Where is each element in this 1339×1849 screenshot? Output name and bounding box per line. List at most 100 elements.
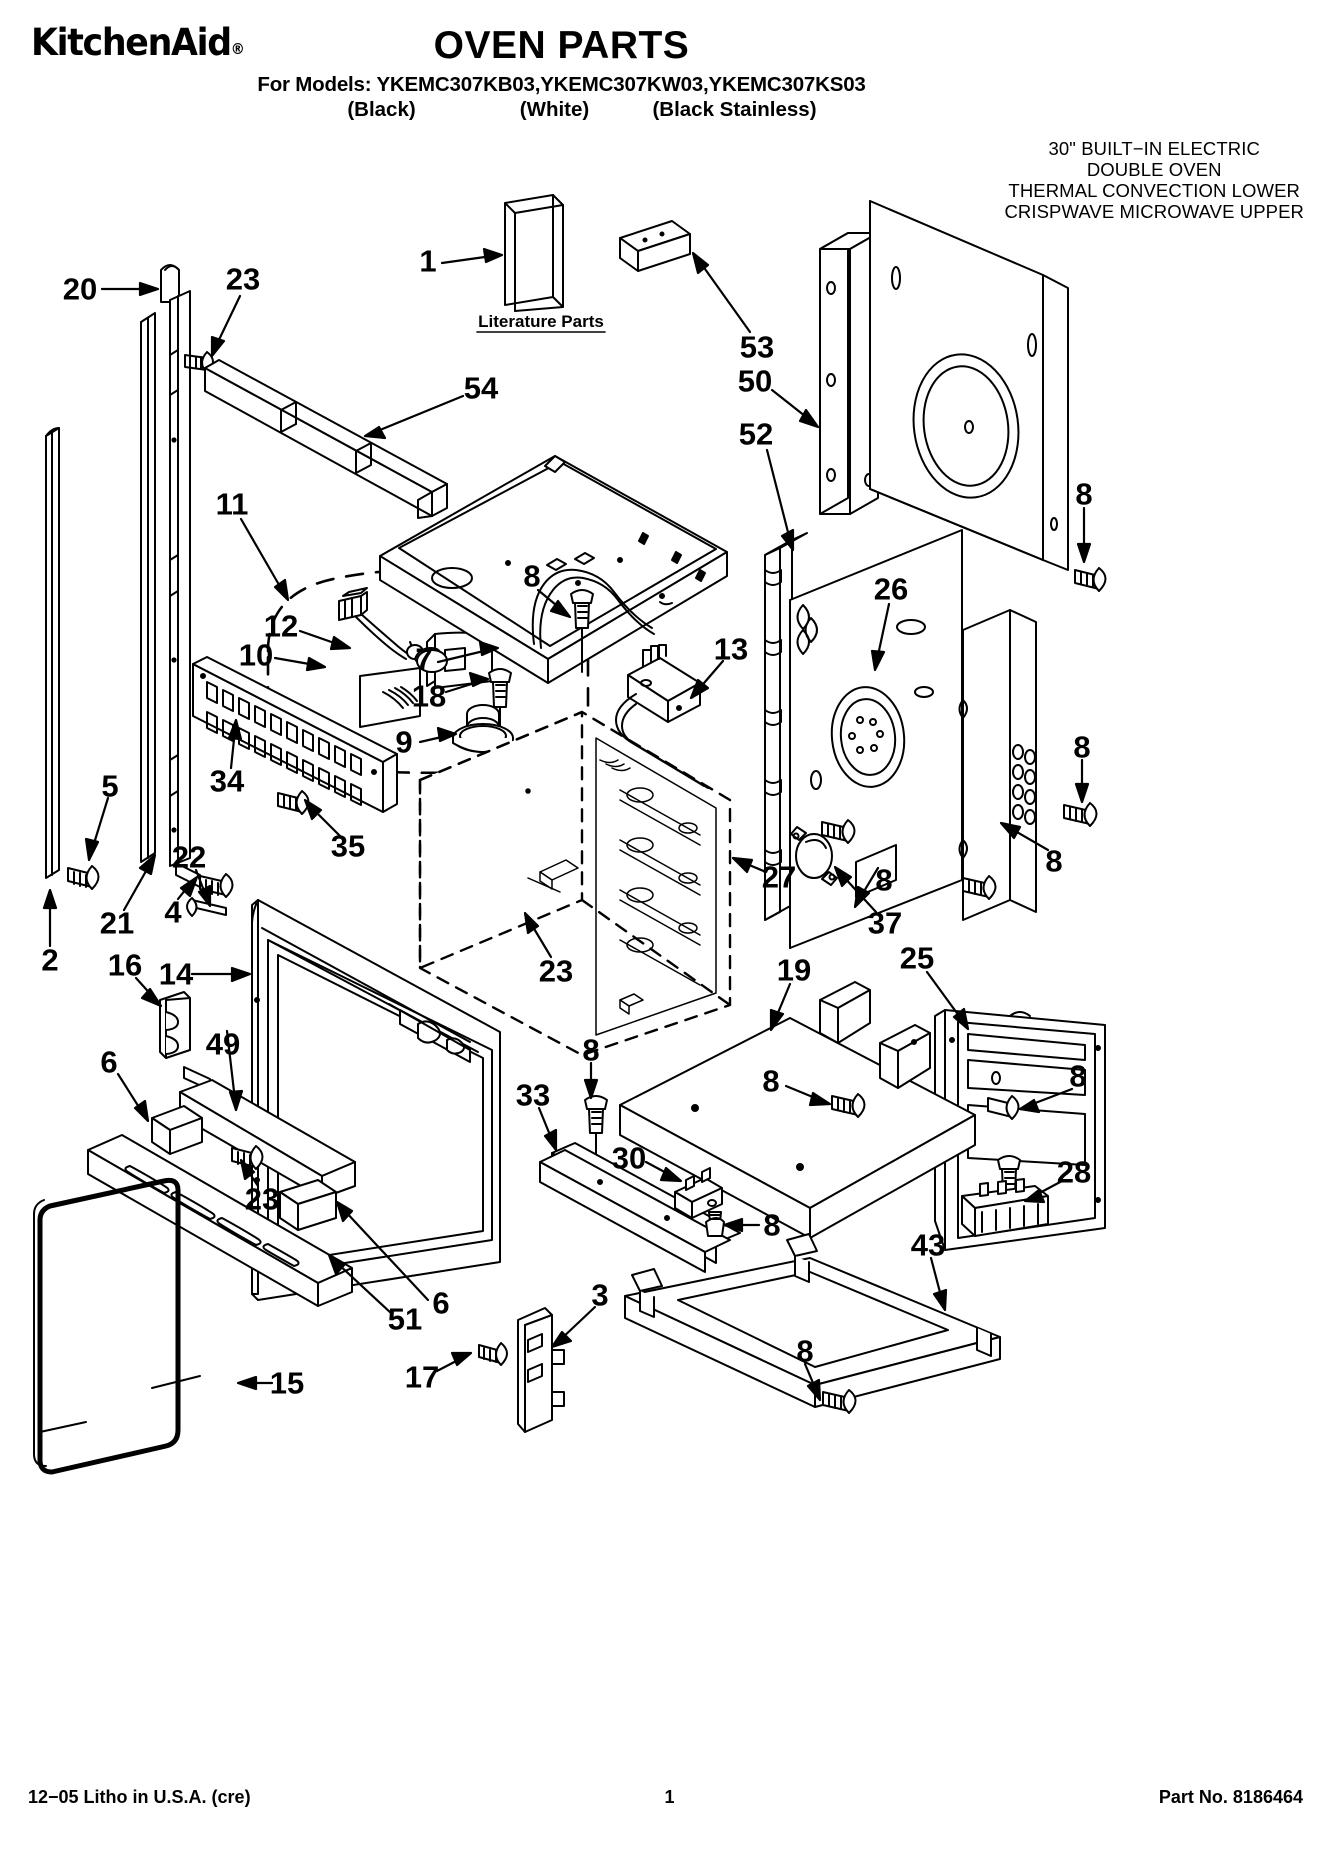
part-5-screw [68,866,99,889]
part-15-handle-wire [34,1180,200,1472]
part-53-block [620,221,690,271]
part-28-terminal-block [962,1179,1048,1236]
part-8-screw-right-vent [1064,803,1097,826]
part-3-hinge-bracket [518,1308,564,1432]
callout-number-35: 35 [330,828,366,864]
callout-number-17: 17 [404,1359,440,1395]
callout-number-7: 7 [415,641,433,677]
part-29-bracket [468,836,534,864]
part-8-screws-rear-cover [988,1096,1020,1193]
part-6-block-lower [280,1180,336,1230]
callout-number-23: 23 [538,953,574,989]
page-number: 1 [664,1787,675,1807]
callout-number-8: 8 [796,1333,814,1369]
page-footer: 12−05 Litho in U.S.A. (cre) 1 Part No. 8… [0,1787,1339,1809]
literature-parts-label: Literature Parts [478,312,604,331]
callout-number-8: 8 [762,1063,780,1099]
part-8-screw-limiter [822,820,855,843]
part-1-literature [505,195,563,311]
part-4-bumper-plug [187,898,226,916]
part-8-screw-upper-right [1075,568,1106,591]
brand-wordmark: KitchenAid [31,21,232,64]
upper-rear-panel [870,201,1068,570]
part-14-door-frame [252,900,500,1300]
part-27-oven-cavity [420,712,730,1055]
description-line-3: THERMAL CONVECTION LOWER [1008,180,1300,201]
description-line-1: 30" BUILT−IN ELECTRIC [1048,138,1260,159]
callout-number-28: 28 [1056,1154,1092,1190]
part-51-slotted-trim [88,1135,352,1306]
part-17-screw [479,1343,507,1365]
kitchenaid-logo: KitchenAid® [31,24,245,61]
callout-number-10: 10 [238,637,274,673]
part-9-fan-motor [453,705,513,810]
callout-number-19: 19 [776,952,812,988]
callout-number-25: 25 [899,940,935,976]
color-black-stainless: (Black Stainless) [652,98,817,121]
part-18-screw [489,669,511,760]
part-20-end-cap [161,265,179,302]
callout-number-52: 52 [738,416,774,452]
callout-number-1: 1 [419,243,437,279]
callout-number-5: 5 [101,768,119,804]
callout-number-30: 30 [611,1140,647,1176]
callout-number-8: 8 [1069,1058,1087,1094]
callout-number-12: 12 [263,608,299,644]
color-variants-row: (Black)(White)(Black Stainless) [0,98,1231,122]
part-8-screw-rear-right [963,876,996,899]
part-21-22-frame-rails [141,291,190,866]
callout-number-15: 15 [269,1365,305,1401]
callout-number-54: 54 [463,370,499,406]
callout-number-50: 50 [737,363,773,399]
callout-number-14: 14 [158,956,194,992]
part-30-latch-bracket [675,1168,722,1218]
part-35-screw [278,791,309,814]
part-number: Part No. 8186464 [1158,1787,1303,1807]
callout-number-27: 27 [761,859,797,895]
part-37-thermal-limiter [791,827,837,885]
part-8-screw-bottom-frame [823,1390,856,1413]
callout-number-8: 8 [1045,843,1063,879]
part-23-screw-lower [232,1146,263,1169]
callout-number-3: 3 [591,1277,609,1313]
part-19-base-pan [620,982,975,1238]
callout-number-4: 4 [164,894,182,930]
callout-number-23: 23 [225,261,261,297]
callout-number-20: 20 [62,271,98,307]
part-13-heating-element [616,645,708,788]
oven-cavity-interior-detail [526,738,716,1035]
callout-number-11: 11 [215,486,249,522]
callout-number-51: 51 [387,1301,423,1337]
callout-number-8: 8 [1075,476,1093,512]
callout-number-8: 8 [523,558,541,594]
callout-number-34: 34 [209,763,245,799]
callout-number-22: 22 [171,839,207,875]
callout-number-16: 16 [107,947,143,983]
callout-number-6: 6 [100,1044,118,1080]
description-line-2: DOUBLE OVEN [1086,159,1222,180]
callout-number-18: 18 [411,678,447,714]
part-8-screw-top-panel [571,590,593,672]
part-2-side-trim [46,428,59,878]
callout-number-8: 8 [763,1207,781,1243]
callout-number-23: 23 [244,1181,280,1217]
callout-number-13: 13 [713,631,749,667]
part-16-door-catch [160,992,190,1058]
part-25-rear-cover [935,1010,1105,1250]
part-23-screw-cavity [514,876,536,911]
callout-number-8: 8 [582,1032,600,1068]
part-8-screw-latch [706,1212,724,1236]
callout-number-2: 2 [41,942,59,978]
models-line: For Models: YKEMC307KB03,YKEMC307KW03,YK… [257,73,866,96]
callout-number-53: 53 [739,329,775,365]
color-white: (White) [519,98,590,121]
part-6-block-upper [152,1106,202,1154]
product-description: 30" BUILT−IN ELECTRIC DOUBLE OVEN THERMA… [1004,138,1304,222]
callout-number-26: 26 [873,571,909,607]
part-50-mounting-bracket [820,233,878,514]
callout-number-21: 21 [99,905,135,941]
registered-trademark-icon: ® [230,40,245,58]
part-49-trim-rail [180,1080,355,1198]
